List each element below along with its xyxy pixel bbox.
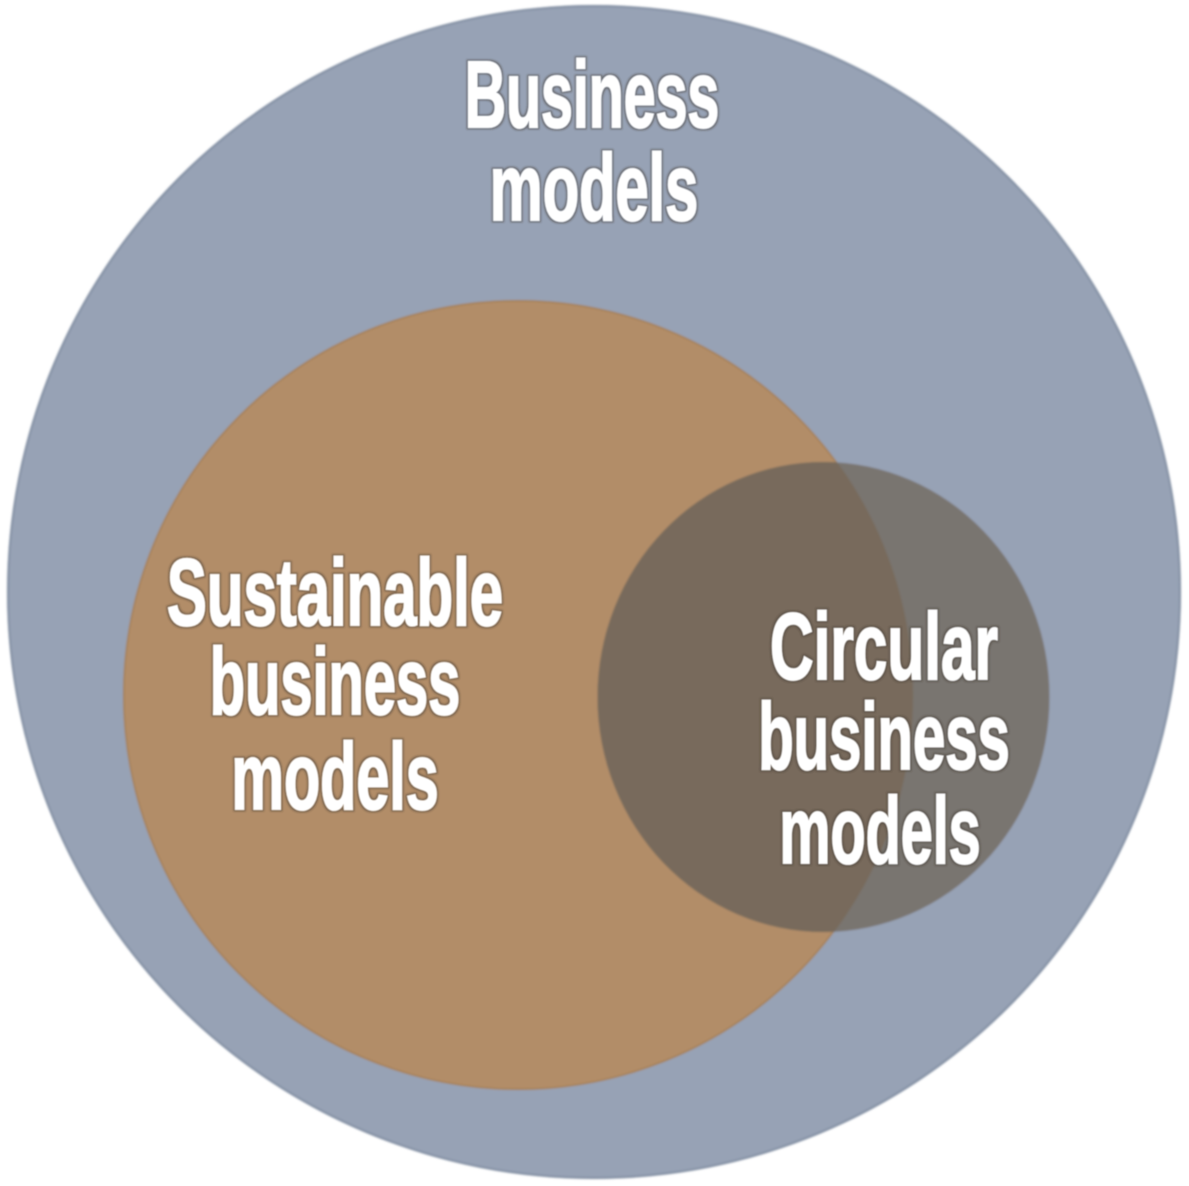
svg-text:models: models [490,134,698,241]
svg-text:models: models [779,777,980,883]
svg-text:business: business [758,683,1010,789]
svg-text:business: business [210,628,460,734]
svg-text:Business: Business [465,41,720,147]
svg-text:models: models [231,724,438,829]
svg-text:Sustainable: Sustainable [167,539,503,645]
svg-text:Circular: Circular [770,593,998,699]
